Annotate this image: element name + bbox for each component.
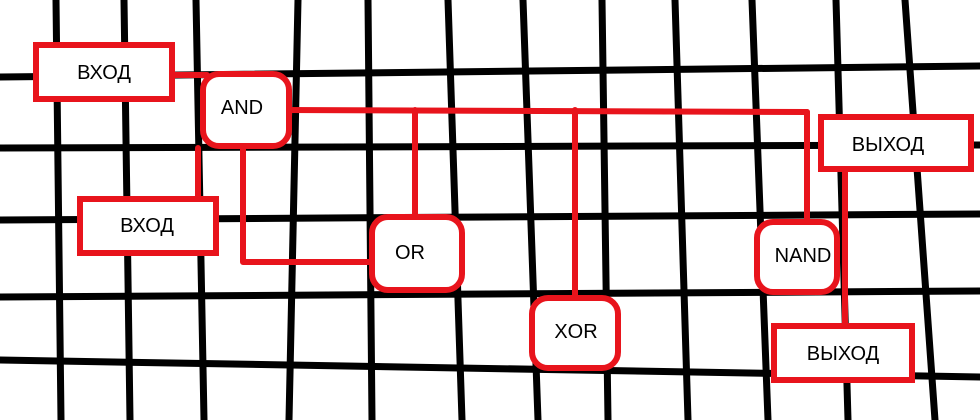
input-1-box: ВХОД xyxy=(33,42,175,102)
xor-gate: XOR xyxy=(529,295,621,371)
or-gate-label: OR xyxy=(395,242,425,264)
xor-gate-label: XOR xyxy=(554,321,597,343)
nand-gate: NAND xyxy=(754,219,840,295)
wires xyxy=(167,72,848,333)
or-gate: OR xyxy=(369,214,465,293)
input-2-label: ВХОД xyxy=(120,215,174,237)
grid-line-v xyxy=(285,0,302,420)
wire-and-bus xyxy=(282,107,810,115)
nand-gate-label: NAND xyxy=(775,245,832,267)
output-1-box: ВЫХОД xyxy=(818,114,974,172)
grid-line-v xyxy=(671,0,692,420)
and-gate-label: AND xyxy=(221,97,263,119)
grid-line-v xyxy=(901,0,939,420)
input-2-box: ВХОД xyxy=(77,196,219,256)
and-gate: AND xyxy=(200,71,292,149)
output-1-label: ВЫХОД xyxy=(852,134,925,156)
grid-line-v xyxy=(364,0,376,420)
input-1-label: ВХОД xyxy=(77,62,131,84)
output-2-box: ВЫХОД xyxy=(771,323,915,383)
grid-line-h xyxy=(0,141,980,152)
grid-line-v xyxy=(748,0,772,420)
grid-line-v xyxy=(444,0,466,420)
output-2-label: ВЫХОД xyxy=(807,343,880,365)
wire-and-to-or-bottom xyxy=(240,145,380,265)
